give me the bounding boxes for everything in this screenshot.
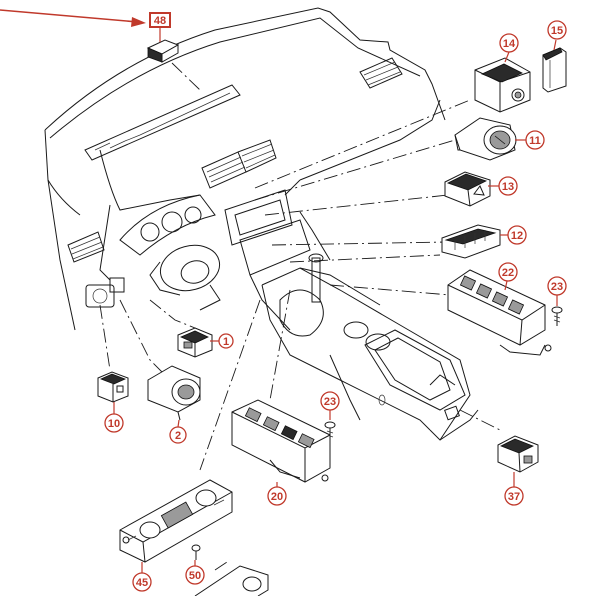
part-13-hazard-switch [444, 171, 491, 207]
callout-14: 14 [499, 33, 519, 53]
part-50-clip [191, 544, 201, 560]
callout-14-label: 14 [503, 38, 516, 50]
part-10-switch [97, 371, 129, 403]
callout-15: 15 [547, 20, 567, 40]
callout-45-label: 45 [136, 577, 148, 589]
callout-23-lower: 23 [320, 391, 340, 411]
callout-37: 37 [504, 486, 524, 506]
part-22-console-panel [447, 269, 552, 356]
part-15-cap [542, 47, 567, 93]
callout-50: 50 [185, 565, 205, 585]
part-11-rotary-switch [454, 117, 517, 161]
part-1-switch [177, 327, 213, 358]
callout-1: 1 [218, 333, 234, 349]
callout-11-label: 11 [529, 135, 541, 147]
part-23-screw-upper [551, 306, 563, 326]
part-37-connector [497, 435, 539, 473]
center-console [261, 253, 479, 441]
part-48-switch [146, 39, 180, 63]
callout-22: 22 [498, 262, 518, 282]
part-partial-lower-panel [194, 565, 269, 596]
callout-leaders [113, 27, 558, 574]
part-12-strip-switch [441, 224, 501, 259]
callout-12: 12 [507, 225, 527, 245]
pointer-arrow [0, 9, 146, 27]
callout-13-label: 13 [502, 181, 514, 193]
callout-13: 13 [498, 176, 518, 196]
callout-2: 2 [169, 426, 187, 444]
callout-45: 45 [132, 572, 152, 592]
callout-15-label: 15 [551, 25, 563, 37]
callout-12-label: 12 [511, 230, 523, 242]
callout-48-label: 48 [154, 15, 166, 27]
dashed-leaders [99, 62, 501, 571]
callout-20-label: 20 [271, 491, 283, 503]
callout-23-upper-label: 23 [551, 281, 563, 293]
callout-10-label: 10 [108, 418, 120, 430]
callout-22-label: 22 [502, 267, 514, 279]
callout-50-label: 50 [189, 570, 201, 582]
callout-2-label: 2 [175, 430, 181, 442]
callout-23-upper: 23 [547, 276, 567, 296]
callout-1-label: 1 [223, 336, 229, 348]
part-45-climate-panel [119, 479, 233, 563]
callout-11: 11 [525, 130, 545, 150]
part-2-rotary-body [147, 365, 201, 421]
dashboard-outline [44, 7, 446, 331]
callout-37-label: 37 [508, 491, 520, 503]
callout-48: 48 [149, 12, 171, 28]
part-14-switch-block [474, 57, 531, 113]
part-20-console-unit [231, 399, 331, 483]
callout-23-lower-label: 23 [324, 396, 336, 408]
callout-10: 10 [104, 413, 124, 433]
callout-20: 20 [267, 486, 287, 506]
